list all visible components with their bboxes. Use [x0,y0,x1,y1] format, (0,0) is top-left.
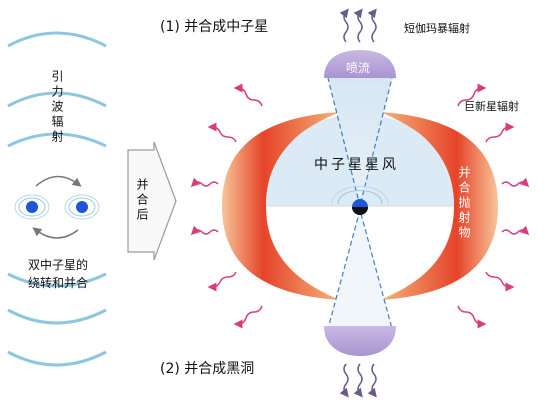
binary-neutron-stars [14,175,100,239]
orbit-arrow-top [35,175,82,187]
ejecta-label: 并合抛射物 [457,166,471,241]
binary-orbit-merge-label: 双中子星的 绕转和并合 [28,258,89,290]
orbit-arrow-bottom [32,227,79,239]
merge-neutron-star-label: (1) 并合成中子星 [160,19,269,35]
lower-cone [325,207,395,337]
merger-remnant [331,185,389,215]
after-merge-label: 并合后 [135,178,149,223]
neutron-star-left [14,194,50,220]
jet-cap-bottom [324,326,396,356]
neutron-star-right [64,194,100,220]
after-merge-arrow [127,141,177,261]
ejecta-right [380,112,498,300]
neutron-star-wind-label: 中子星星风 [314,157,399,173]
jet-cap-top [324,50,396,78]
short-grb-arrows [339,8,377,398]
gravitational-wave-arcs [7,31,107,367]
kilonova-arrows [190,83,530,329]
kilonova-label: 巨新星辐射 [464,100,519,113]
ejecta-left [222,112,340,300]
merge-black-hole-label: (2) 并合成黑洞 [160,361,255,377]
short-grb-label: 短伽玛暴辐射 [404,22,470,35]
jet-label: 喷流 [346,61,371,75]
gravitational-wave-label: 引力波辐射 [50,70,64,145]
